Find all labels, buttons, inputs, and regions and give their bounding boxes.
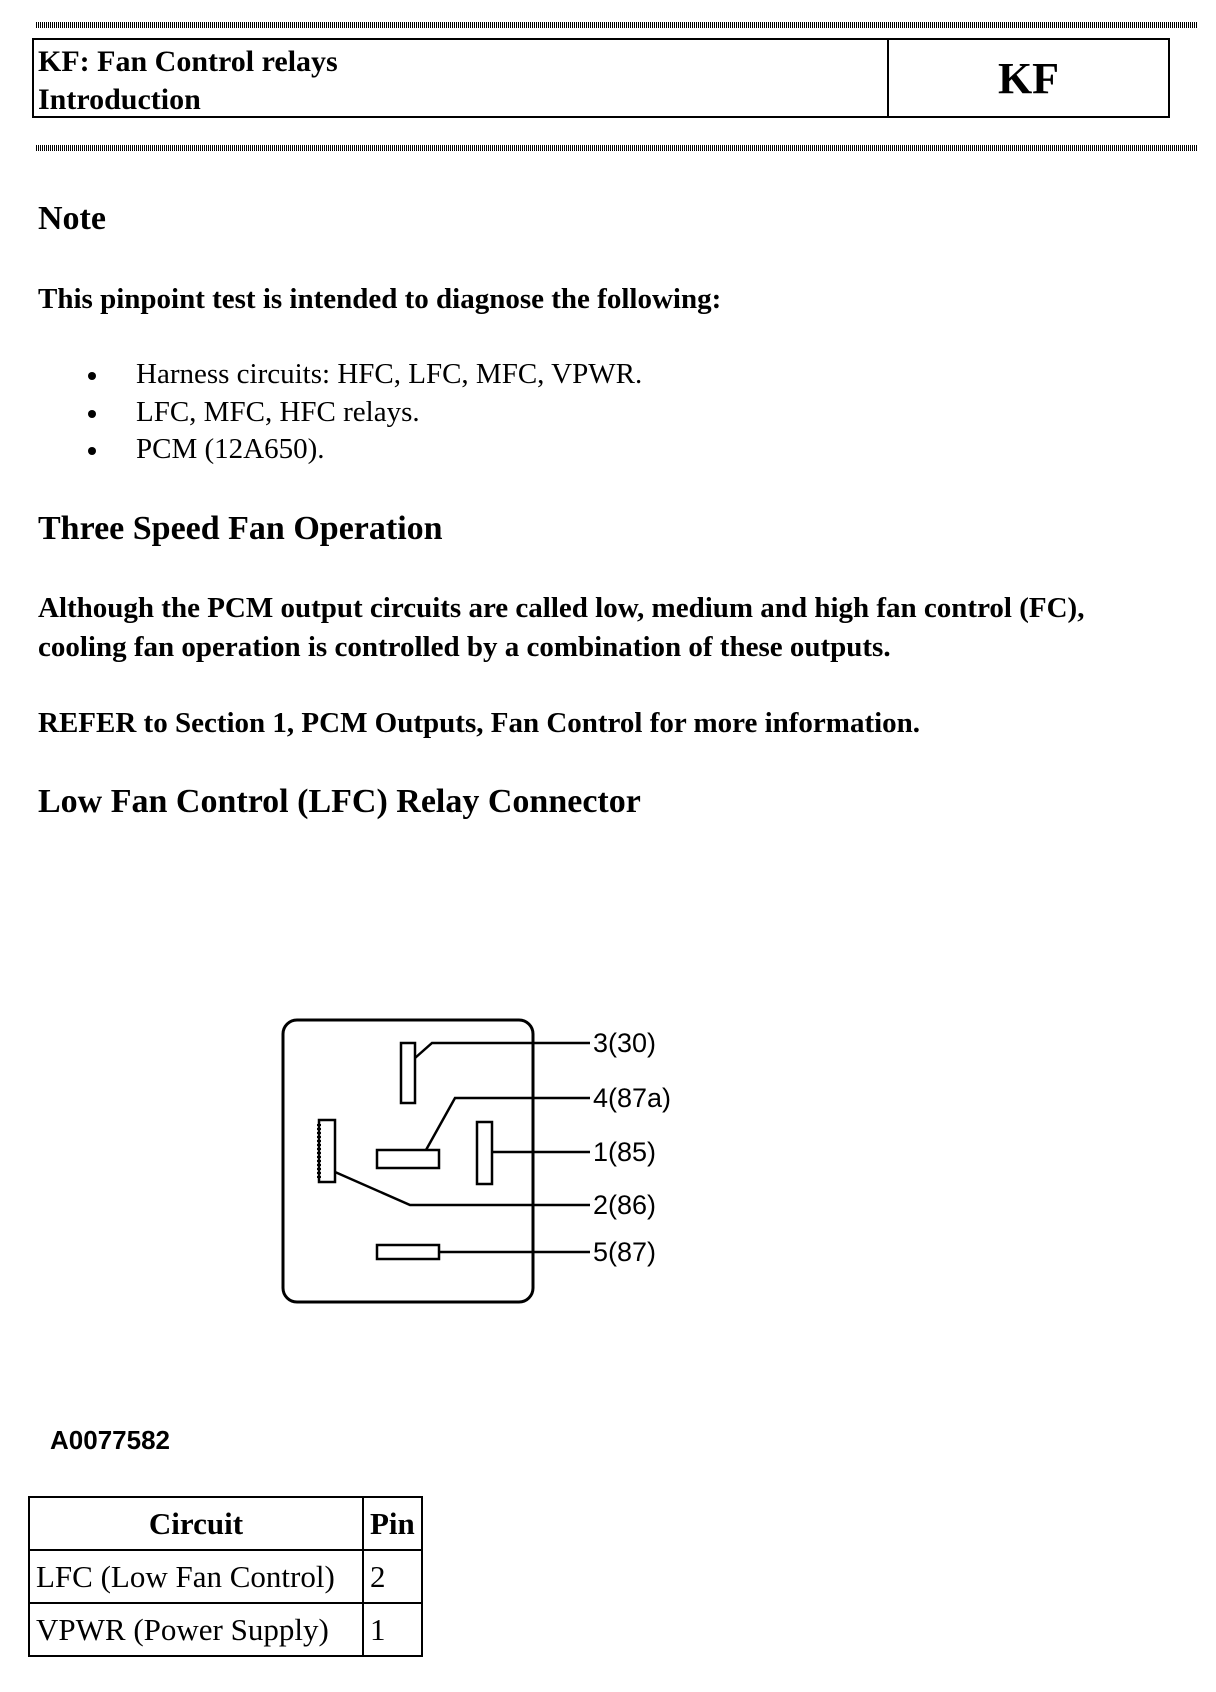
header-box: KF: Fan Control relays Introduction KF: [32, 38, 1170, 118]
terminal-3: [399, 1041, 417, 1105]
connector-heading: Low Fan Control (LFC) Relay Connector: [38, 783, 641, 820]
circuit-pin-table: Circuit Pin LFC (Low Fan Control) 2 VPWR…: [28, 1496, 423, 1657]
terminal-5: [375, 1243, 441, 1261]
table-cell: LFC (Low Fan Control): [28, 1549, 364, 1604]
column-header-pin: Pin: [362, 1496, 423, 1551]
list-item: Harness circuits: HFC, LFC, MFC, VPWR.: [88, 356, 642, 394]
table-cell: VPWR (Power Supply): [28, 1602, 364, 1657]
bullet-icon: [88, 409, 96, 418]
list-item: PCM (12A650).: [88, 431, 642, 469]
bullet-icon: [88, 372, 96, 380]
diagnosis-list: Harness circuits: HFC, LFC, MFC, VPWR. L…: [88, 356, 642, 469]
pin-label-1: 1(85): [593, 1137, 656, 1167]
column-header-circuit: Circuit: [28, 1496, 364, 1551]
header-code: KF: [997, 53, 1060, 103]
table-row: VPWR (Power Supply) 1: [28, 1602, 423, 1657]
note-heading: Note: [38, 200, 106, 237]
three-speed-paragraph: Although the PCM output circuits are cal…: [38, 592, 1085, 663]
top-rule: [36, 22, 1198, 28]
terminal-1: [475, 1120, 494, 1186]
header-title-cell: KF: Fan Control relays Introduction: [34, 40, 889, 116]
terminal-2: [317, 1118, 337, 1184]
header-bottom-rule: [36, 145, 1198, 151]
connector-outline: [281, 1018, 535, 1304]
header-subtitle: Introduction: [38, 83, 201, 116]
table-header-row: Circuit Pin: [28, 1496, 423, 1551]
refer-paragraph: REFER to Section 1, PCM Outputs, Fan Con…: [38, 707, 921, 739]
bullet-icon: [88, 447, 96, 455]
pin-label-2: 2(86): [593, 1190, 656, 1220]
table-cell: 1: [362, 1602, 423, 1657]
note-intro: This pinpoint test is intended to diagno…: [38, 283, 722, 315]
pin-label-5: 5(87): [593, 1237, 656, 1267]
pin-label-3: 3(30): [593, 1028, 656, 1058]
table-cell: 2: [362, 1549, 423, 1604]
table-row: LFC (Low Fan Control) 2: [28, 1549, 423, 1604]
three-speed-heading: Three Speed Fan Operation: [38, 510, 443, 547]
figure-id: A0077582: [50, 1425, 170, 1455]
terminal-4: [375, 1148, 441, 1170]
list-item: LFC, MFC, HFC relays.: [88, 394, 642, 432]
header-title: KF: Fan Control relays: [38, 45, 338, 78]
pin-label-4: 4(87a): [593, 1083, 671, 1113]
